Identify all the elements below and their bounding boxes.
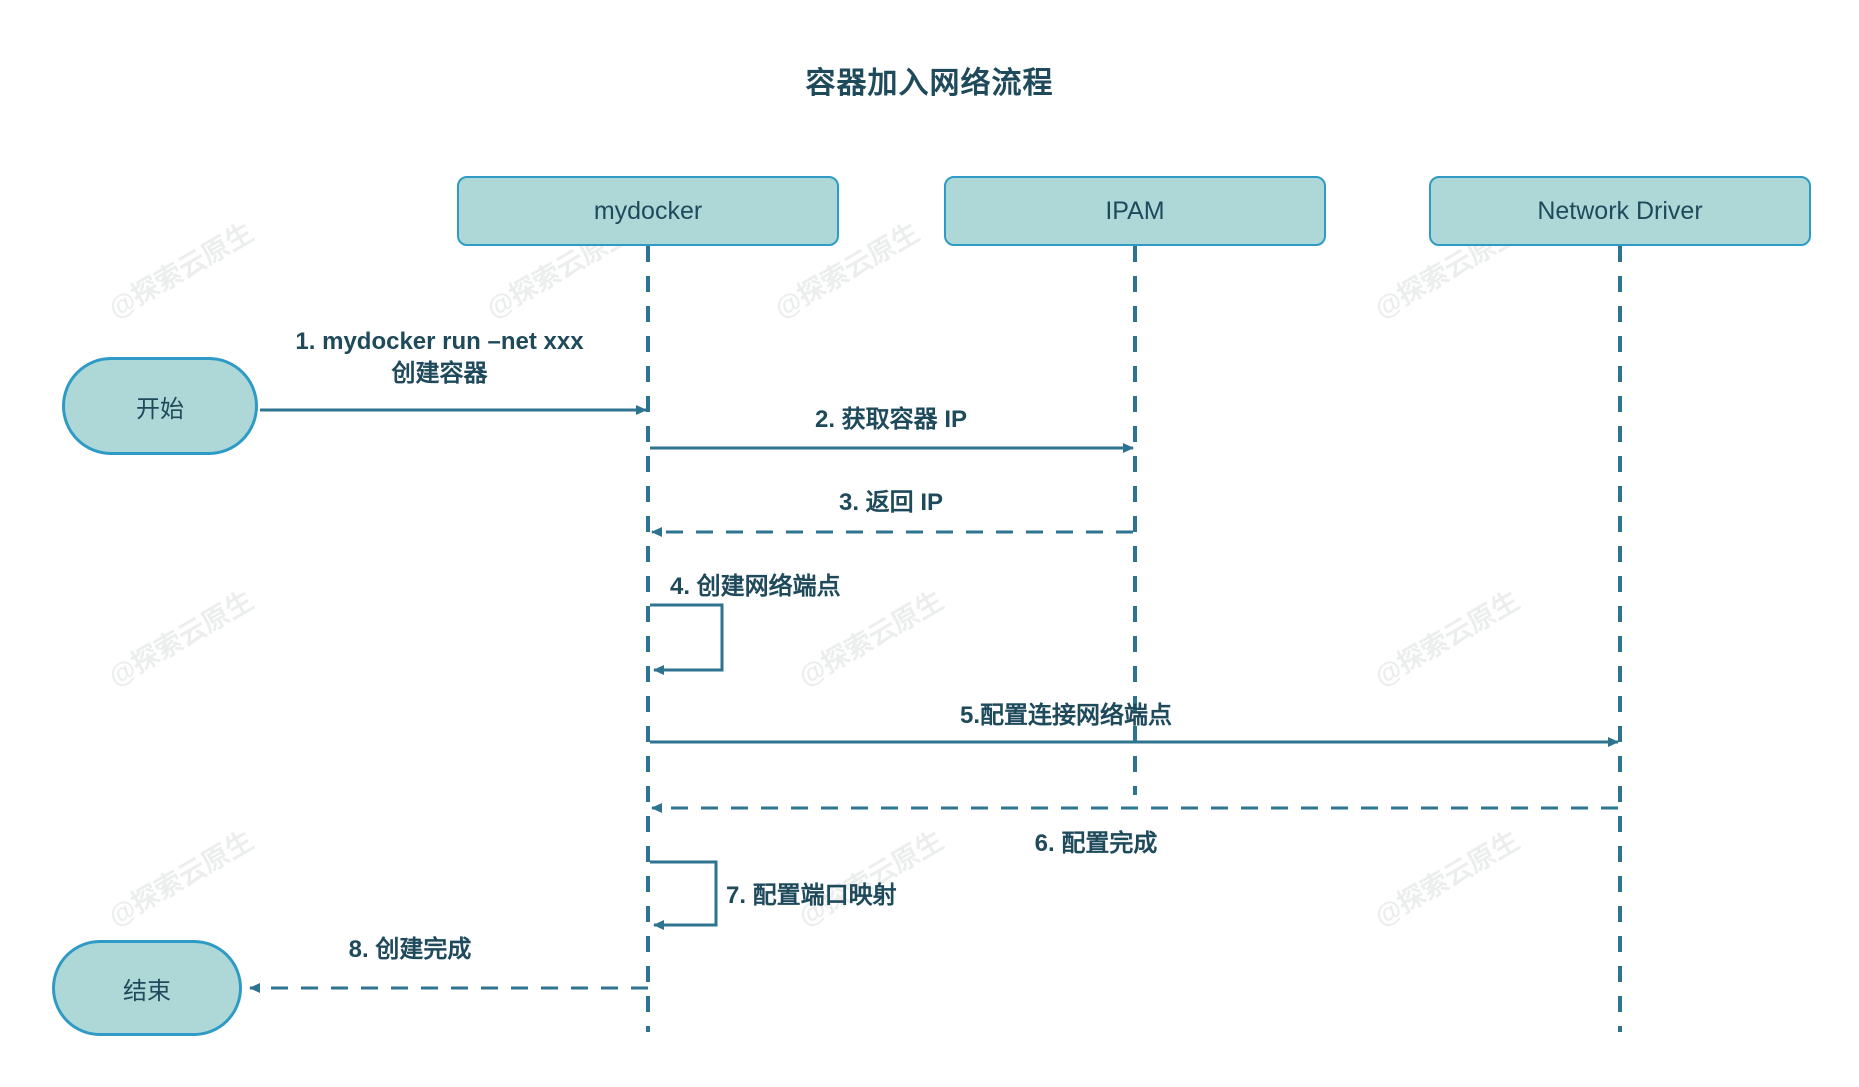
message-label-8: 8. 创建完成: [348, 936, 472, 963]
participant-label: Network Driver: [1537, 196, 1703, 225]
terminator-label: 结束: [123, 977, 171, 1005]
page-title: 容器加入网络流程: [805, 67, 1054, 100]
terminator-end[interactable]: 结束: [52, 940, 242, 1036]
message-label-7: 7. 配置端口映射: [726, 882, 897, 909]
message-label-1: 1. mydocker run –net xxx 创建容器: [295, 328, 584, 387]
message-label-6: 6. 配置完成: [1034, 830, 1158, 857]
participant-ipam[interactable]: IPAM: [944, 176, 1326, 246]
terminator-start[interactable]: 开始: [62, 357, 258, 455]
terminator-label: 开始: [136, 395, 184, 423]
participant-mydocker[interactable]: mydocker: [457, 176, 839, 246]
message-arrow-7-selfloop: [650, 860, 718, 930]
message-label-2: 2. 获取容器 IP: [814, 406, 968, 433]
message-label-5: 5.配置连接网络端点: [959, 702, 1172, 729]
message-label-4: 4. 创建网络端点: [670, 573, 841, 600]
message-arrow-4-selfloop: [650, 603, 724, 675]
message-label-3: 3. 返回 IP: [838, 489, 944, 516]
participant-label: IPAM: [1105, 196, 1165, 225]
participant-network-driver[interactable]: Network Driver: [1429, 176, 1811, 246]
participant-label: mydocker: [593, 196, 703, 225]
